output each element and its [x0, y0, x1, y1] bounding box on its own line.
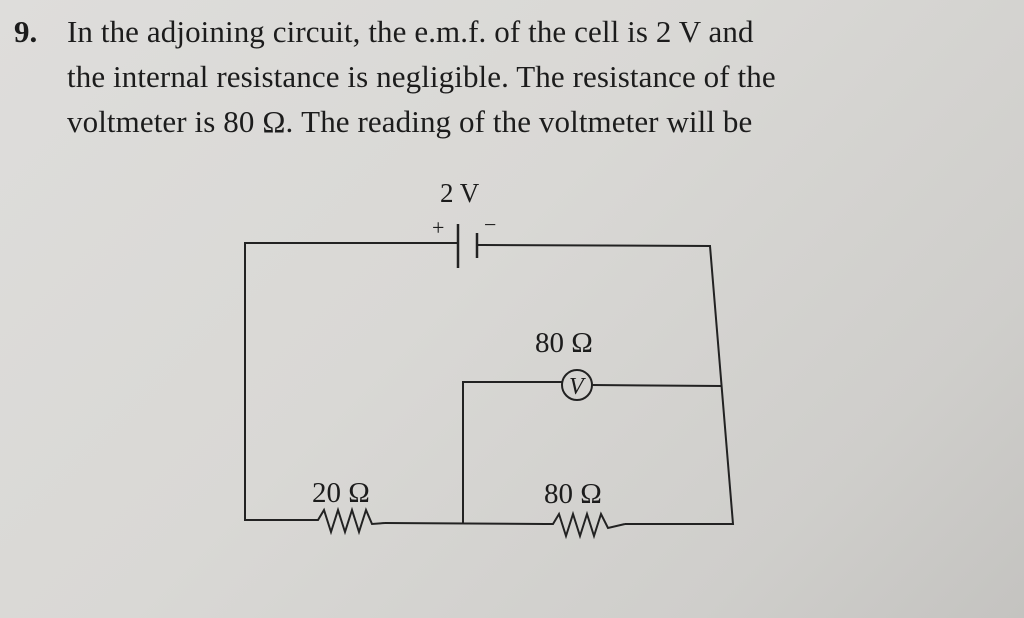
question-number: 9. — [14, 14, 38, 49]
voltmeter-resistance-label: 80 Ω — [535, 327, 593, 359]
resistor-left-label: 20 Ω — [312, 477, 370, 509]
cell-icon — [456, 224, 483, 268]
resistor-20-icon — [310, 506, 386, 536]
voltmeter-icon — [561, 369, 593, 401]
question-text-line-1: In the adjoining circuit, the e.m.f. of … — [67, 14, 754, 49]
resistor-80-icon — [545, 510, 626, 540]
cell-label: 2 V — [440, 178, 480, 208]
cell-plus-sign: + — [432, 215, 444, 240]
question-text-line-3: voltmeter is 80 Ω. The reading of the vo… — [67, 104, 753, 139]
circuit-wires — [244, 242, 735, 525]
question-text-line-2: the internal resistance is negligible. T… — [67, 59, 776, 94]
voltmeter-symbol: V — [569, 374, 586, 400]
cell-minus-sign: − — [484, 212, 496, 237]
resistor-right-label: 80 Ω — [544, 478, 602, 510]
